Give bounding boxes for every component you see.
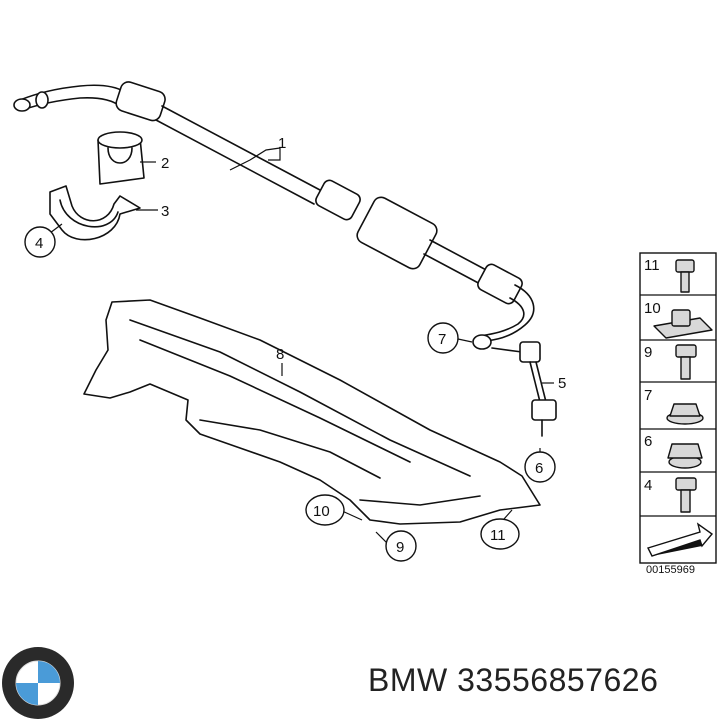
rubber-bushing [97, 131, 145, 185]
callout-6: 6 [535, 460, 543, 477]
callout-7: 7 [438, 331, 446, 348]
clip-nut-icon [653, 309, 713, 339]
callout-11: 11 [490, 527, 506, 544]
callout-8: 8 [276, 346, 284, 363]
parts-sidebar: 11 10 9 7 6 4 [639, 252, 717, 564]
callout-2: 2 [161, 155, 169, 172]
bolt-icon [675, 477, 697, 513]
hex-nut-icon [667, 443, 703, 469]
callout-5: 5 [558, 375, 566, 392]
stabilizer-bar [13, 81, 535, 343]
bolt-icon [675, 344, 697, 380]
callout-3: 3 [161, 203, 169, 220]
sidebar-label-4: 7 [644, 387, 652, 404]
mounting-bracket [49, 185, 141, 241]
bolt-icon [675, 259, 695, 293]
sidebar-label-1: 11 [644, 257, 660, 274]
callout-1: 1 [278, 135, 286, 152]
arrow-icon [647, 522, 714, 557]
diagram-reference: 00155969 [646, 564, 695, 576]
sidebar-label-5: 6 [644, 433, 652, 450]
sidebar-label-6: 4 [644, 477, 652, 494]
callout-7-circle [427, 322, 459, 354]
part-number-label: BMW 33556857626 [368, 662, 659, 698]
callout-9-circle [385, 530, 417, 562]
bmw-logo [2, 647, 74, 719]
callout-4-circle [24, 226, 56, 258]
callout-10-circle [305, 494, 345, 526]
sidebar-label-3: 9 [644, 344, 652, 361]
flange-nut-icon [666, 403, 704, 425]
callout-11-circle [480, 518, 520, 550]
callout-6-circle [524, 451, 556, 483]
callout-9: 9 [396, 539, 404, 556]
callout-10: 10 [313, 503, 330, 520]
underbody-shield [83, 299, 541, 525]
callout-4: 4 [35, 235, 43, 252]
sidebar-label-2: 10 [644, 300, 661, 317]
drop-link [472, 334, 557, 437]
